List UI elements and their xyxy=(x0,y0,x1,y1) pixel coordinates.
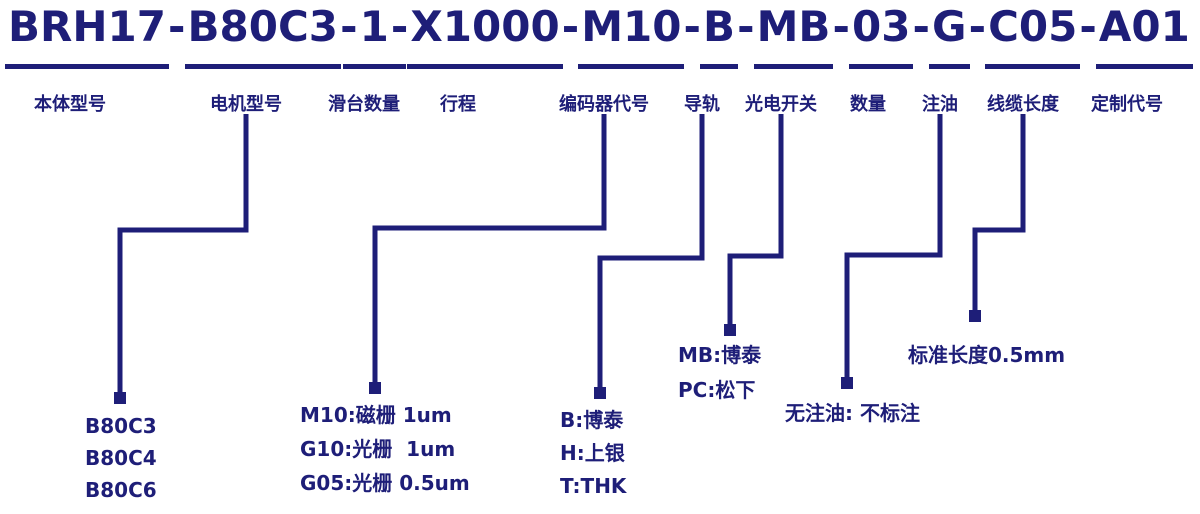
segment-cable-length: C05 xyxy=(985,2,1081,69)
option-item: MB:博泰 xyxy=(678,343,762,367)
segment-photo-switch: MB xyxy=(753,2,834,69)
segment-encoder-code: M10 xyxy=(578,2,685,69)
option-item: PC:松下 xyxy=(678,378,756,402)
field-label-cable-length: 线缆长度 xyxy=(987,94,1059,115)
field-label-motor-model: 电机型号 xyxy=(210,94,282,115)
segment-custom-code: A01 xyxy=(1095,2,1193,69)
option-item: B80C3 xyxy=(85,414,157,438)
options-encoder: M10:磁栅 1um G10:光栅 1um G05:光栅 0.5um xyxy=(300,398,470,500)
field-label-guide-rail: 导轨 xyxy=(684,94,720,115)
connector-end-square xyxy=(594,387,606,399)
field-label-custom-code: 定制代号 xyxy=(1091,94,1163,115)
dash: - xyxy=(561,2,580,51)
field-label-oil: 注油 xyxy=(922,94,958,115)
option-item: 无注油: 不标注 xyxy=(785,401,920,425)
dash: - xyxy=(683,2,701,51)
option-item: B80C4 xyxy=(85,446,157,470)
options-oil: 无注油: 不标注 xyxy=(785,398,920,428)
options-cable-length: 标准长度0.5mm xyxy=(908,340,1065,370)
segment-text: MB xyxy=(756,2,831,51)
dash: - xyxy=(737,2,755,51)
option-item: B:博泰 xyxy=(560,408,624,432)
dash: - xyxy=(1079,2,1097,51)
dash: - xyxy=(168,2,186,51)
connector-guide-rail xyxy=(597,114,705,393)
option-item: G10:光栅 1um xyxy=(300,437,456,461)
segment-text: 1 xyxy=(359,2,389,51)
connector-oil xyxy=(844,114,943,383)
dash: - xyxy=(912,2,930,51)
segment-slide-count: 1 xyxy=(342,2,407,69)
field-label-photo-switch: 光电开关 xyxy=(745,94,817,115)
segment-guide-rail: B xyxy=(700,2,739,69)
segment-oil: G xyxy=(928,2,971,69)
segment-quantity: 03 xyxy=(848,2,914,69)
dash: - xyxy=(340,2,358,51)
dash: - xyxy=(968,2,986,51)
segment-motor-model: B80C3 xyxy=(184,2,341,69)
model-code: BRH17 - B80C3 - 1 - X1000 - M10 - B - MB… xyxy=(5,2,1193,69)
connector-encoder xyxy=(372,114,607,388)
connector-end-square xyxy=(969,310,981,322)
options-motor-model: B80C3 B80C4 B80C6 xyxy=(85,410,157,506)
segment-body-model: BRH17 xyxy=(5,2,169,69)
connector-end-square xyxy=(114,392,126,404)
field-label-slide-count: 滑台数量 xyxy=(328,94,400,115)
segment-text: X1000 xyxy=(410,2,560,51)
option-item: 标准长度0.5mm xyxy=(908,343,1066,367)
field-label-quantity: 数量 xyxy=(850,94,886,115)
connector-cable-length xyxy=(972,114,1026,316)
option-item: B80C6 xyxy=(85,478,157,502)
segment-text: C05 xyxy=(988,2,1078,51)
field-label-encoder-code: 编码器代号 xyxy=(559,94,649,115)
option-item: G05:光栅 0.5um xyxy=(300,471,470,495)
field-label-body-model: 本体型号 xyxy=(34,94,106,115)
option-item: H:上银 xyxy=(560,441,625,465)
connector-end-square xyxy=(369,382,381,394)
dash: - xyxy=(390,2,409,51)
option-item: M10:磁栅 1um xyxy=(300,403,452,427)
option-item: T:THK xyxy=(560,474,627,498)
segment-text: G xyxy=(932,2,967,51)
dash: - xyxy=(832,2,850,51)
connector-end-square xyxy=(724,324,736,336)
segment-text: B80C3 xyxy=(187,2,339,51)
segment-text: 03 xyxy=(852,2,911,51)
options-guide-rail: B:博泰 H:上银 T:THK xyxy=(560,404,626,503)
connector-photo-switch xyxy=(727,114,784,330)
segment-text: M10 xyxy=(581,2,682,51)
field-label-stroke: 行程 xyxy=(440,94,476,115)
segment-text: B xyxy=(703,2,736,51)
connector-motor-model xyxy=(117,114,249,398)
connector-end-square xyxy=(841,377,853,389)
segment-text: BRH17 xyxy=(8,2,166,51)
segment-text: A01 xyxy=(1098,2,1190,51)
options-photo-switch: MB:博泰 PC:松下 xyxy=(678,338,761,408)
segment-stroke: X1000 xyxy=(407,2,563,69)
